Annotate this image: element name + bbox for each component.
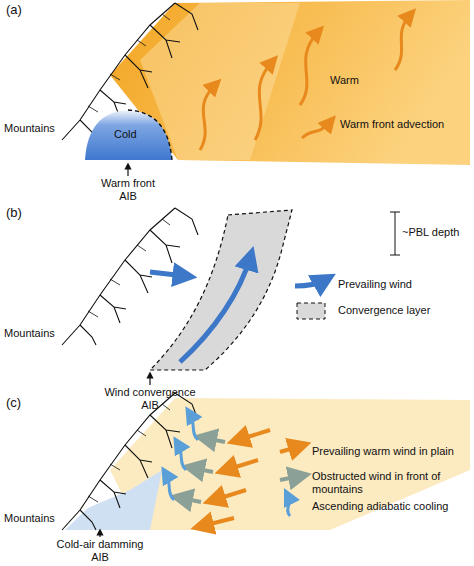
annotation-label: Wind convergence AIB xyxy=(100,386,200,412)
legend-text: Prevailing warm wind in plain xyxy=(312,445,470,458)
annotation-label: Mountains xyxy=(4,327,55,340)
legend-text: Convergence layer xyxy=(338,304,463,317)
panel-label: (a) xyxy=(6,2,22,17)
annotation-label: Cold-air damming AIB xyxy=(55,538,145,564)
annotation-label: Warm front AIB xyxy=(93,177,163,203)
panel-label: (c) xyxy=(6,395,21,410)
legend-text: Prevailing wind xyxy=(338,278,463,291)
legend-text: Warm front advection xyxy=(340,118,465,131)
annotation-label: Cold xyxy=(114,128,137,141)
panel-label: (b) xyxy=(6,205,22,220)
annotation-label: Mountains xyxy=(4,122,55,135)
legend-text: Ascending adiabatic cooling xyxy=(312,500,470,513)
legend-text: Obstructed wind in front of mountains xyxy=(312,470,470,496)
annotation-label: ~PBL depth xyxy=(402,226,459,239)
annotation-label: Warm xyxy=(330,74,359,87)
annotation-label: Mountains xyxy=(4,512,55,525)
